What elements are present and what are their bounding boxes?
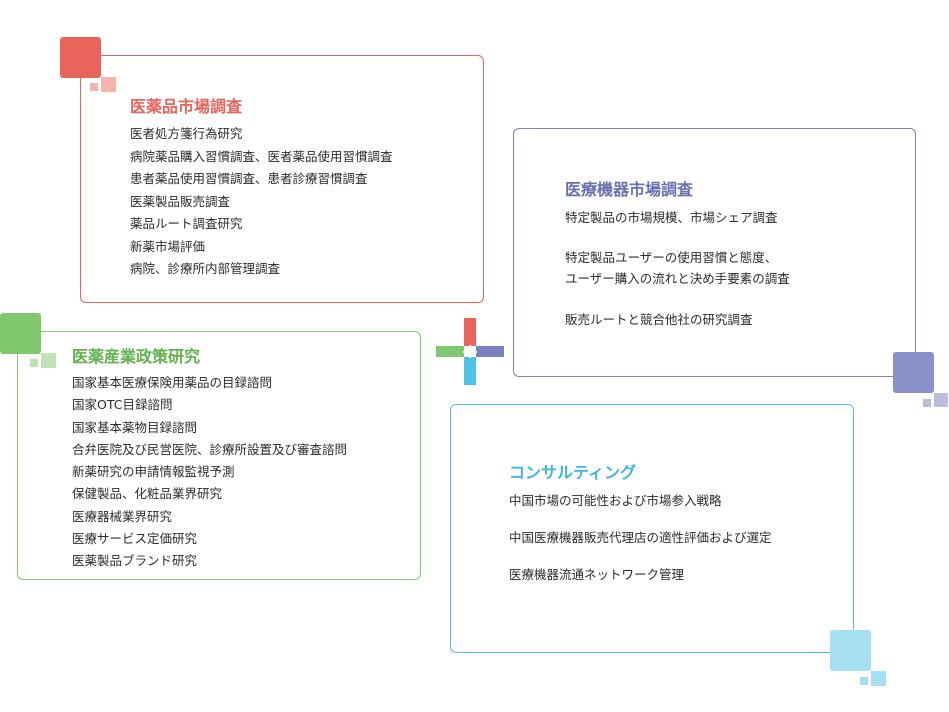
device-market-item-4: 販売ルートと競合他社の研究調査: [565, 312, 753, 327]
list-item: 患者薬品使用習慣調査、患者診療習慣調査: [130, 171, 368, 186]
plus-center-cross-h: [463, 351, 477, 353]
list-item: 医療器械業界研究: [72, 508, 173, 524]
green-square-decoration: [0, 313, 41, 354]
pharma-market-card: [80, 55, 484, 303]
plus-arm-top: [464, 318, 476, 346]
policy-research-card: [17, 331, 421, 580]
plus-arm-right: [476, 346, 504, 357]
list-item: 医薬製品ブランド研究: [72, 553, 198, 569]
list-item: 保健製品、化粧品業界研究: [72, 486, 223, 502]
policy-research-list: 国家基本医療保険用薬品の目録諮問 国家OTC目録諮問 国家基本薬物目録諮問 合弁…: [72, 372, 347, 573]
consulting-card: [450, 404, 854, 653]
list-item: 合弁医院及び民営医院、診療所設置及び審査諮問: [72, 441, 348, 457]
list-item: 薬品ルート調査研究: [130, 216, 243, 231]
device-market-item-3: ユーザー購入の流れと決め手要素の調査: [565, 271, 790, 286]
device-market-title: 医療機器市場調査: [565, 180, 694, 199]
pharma-market-title: 医薬品市場調査: [130, 97, 243, 116]
plus-arm-bottom: [464, 357, 476, 385]
list-item: 新薬市場評価: [130, 238, 206, 254]
red-square-decoration: [60, 37, 101, 78]
pharma-market-list: 医者処方箋行為研究 病院薬品購入習慣調査、医者薬品使用習慣調査 患者薬品使用習慣…: [130, 123, 393, 281]
cyan-tiny-square-decoration: [860, 677, 868, 685]
blue-small-square-decoration: [934, 393, 948, 407]
consulting-item-2: 中国医療機器販売代理店の適性評価および選定: [509, 530, 772, 545]
cyan-square-decoration: [830, 630, 871, 671]
list-item: 医療サービス定価研究: [72, 531, 198, 547]
green-small-square-decoration: [41, 353, 56, 368]
device-market-item-2: 特定製品ユーザーの使用習慣と態度、: [565, 250, 778, 265]
green-tiny-square-decoration: [30, 359, 38, 367]
cyan-small-square-decoration: [871, 671, 886, 686]
list-item: 国家OTC目録諮問: [72, 397, 173, 413]
list-item: 病院、診療所内部管理調査: [130, 261, 281, 276]
blue-tiny-square-decoration: [923, 399, 931, 407]
list-item: 国家基本薬物目録諮問: [72, 419, 198, 435]
device-market-item-1: 特定製品の市場規模、市場シェア調査: [565, 210, 778, 225]
policy-research-title: 医薬産業政策研究: [72, 347, 201, 366]
list-item: 新薬研究の申請情報監視予測: [72, 464, 235, 480]
consulting-item-3: 医療機器流通ネットワーク管理: [509, 567, 685, 582]
consulting-item-1: 中国市場の可能性および市場参入戦略: [509, 493, 722, 508]
consulting-title: コンサルティング: [509, 463, 637, 482]
list-item: 病院薬品購入習慣調査、医者薬品使用習慣調査: [130, 148, 393, 164]
list-item: 国家基本医療保険用薬品の目録諮問: [72, 375, 273, 390]
list-item: 医薬製品販売調査: [130, 193, 231, 209]
device-market-card: [513, 128, 916, 377]
blue-square-decoration: [893, 352, 934, 393]
list-item: 医者処方箋行為研究: [130, 126, 243, 141]
plus-arm-left: [436, 346, 464, 357]
red-small-square-decoration: [101, 77, 116, 92]
red-tiny-square-decoration: [90, 83, 98, 91]
